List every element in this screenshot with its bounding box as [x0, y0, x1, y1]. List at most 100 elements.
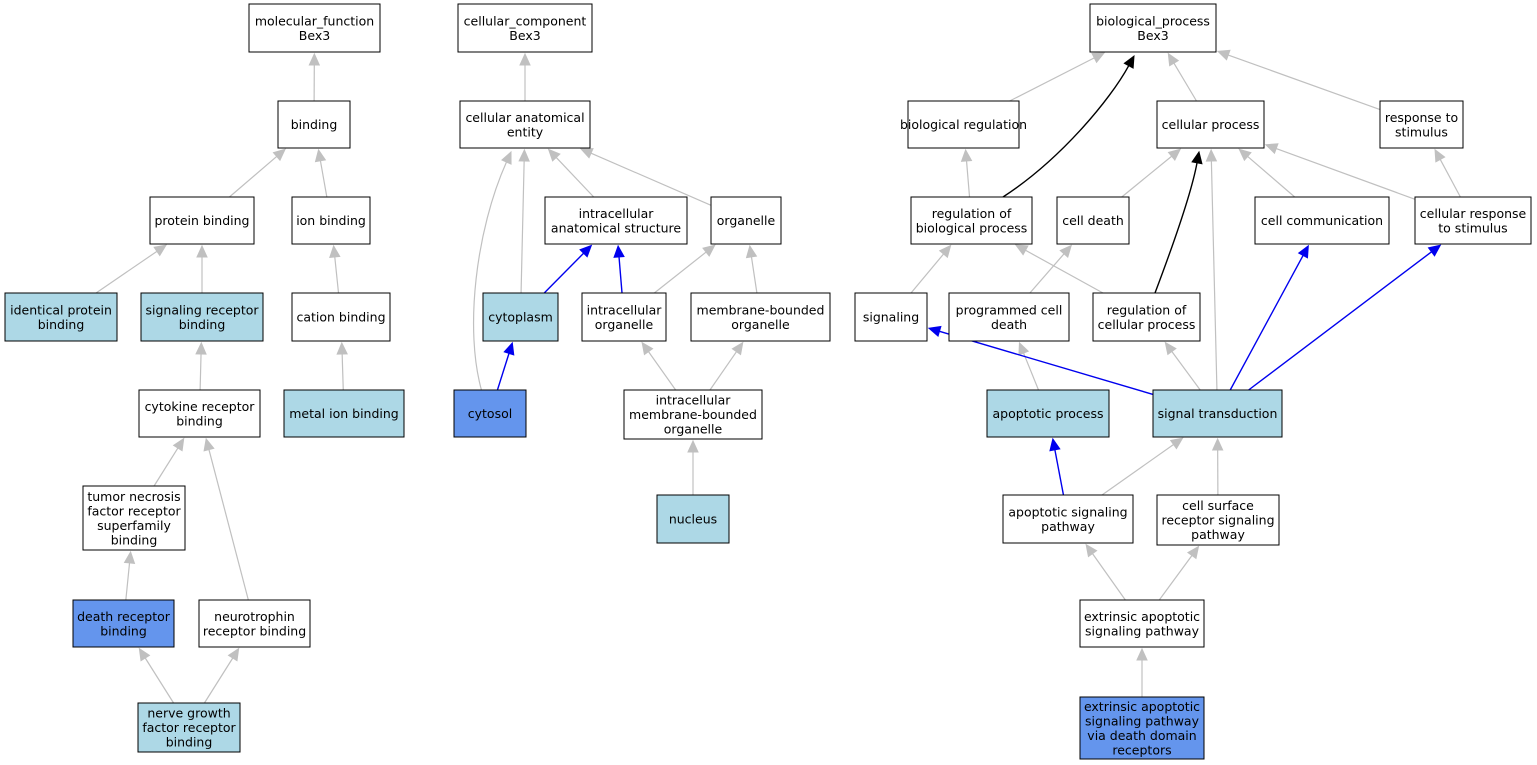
edge-pcd-to-cell_death [1029, 244, 1073, 294]
node-cytosol: cytosol [453, 389, 527, 438]
edge-signaling-to-reg_bp [910, 244, 952, 294]
edge-mbo-to-organelle [745, 244, 758, 294]
node-ion-binding: ion binding [291, 196, 371, 245]
edge-tnf_binding-to-cytokine_receptor_binding [153, 437, 185, 487]
edge-protein_binding-to-binding [229, 148, 286, 198]
edge-cell_death-to-cellproc [1121, 148, 1182, 198]
edge-cytokine_receptor_binding-to-signaling_receptor_binding [195, 341, 207, 391]
node-label-line: to stimulus [1438, 220, 1507, 235]
node-box [544, 196, 688, 245]
node-label-line: cytoplasm [488, 310, 553, 325]
node-box [482, 292, 559, 342]
node-box [457, 3, 593, 53]
node-box [198, 599, 311, 648]
node-box [4, 292, 118, 342]
edge-imbo-to-mbo [709, 341, 744, 391]
edge-identical_protein_binding-to-protein_binding [95, 244, 168, 294]
node-label-line: receptor signaling [1161, 513, 1274, 528]
edge-reg_bp-to-bp [1002, 54, 1135, 198]
node-label-line: signaling receptor [145, 302, 259, 317]
node-box [1079, 696, 1205, 760]
node-box [1379, 100, 1464, 149]
node-box [291, 292, 391, 342]
node-label-line: cytosol [468, 406, 512, 421]
node-label-line: binding [179, 317, 226, 332]
edge-death_receptor_binding-to-tnf_binding [123, 550, 136, 601]
edge-apoptotic-to-pcd [1018, 341, 1040, 391]
node-cell-death: cell death [1056, 196, 1130, 245]
node-box [283, 389, 405, 438]
node-box [459, 100, 591, 149]
edge-organelle-to-cae [579, 148, 712, 206]
node-label-line: signaling pathway [1085, 713, 1200, 728]
node-label-line: tumor necrosis [87, 489, 180, 504]
node-label-line: regulation of [932, 206, 1012, 221]
edge-cytoplasm-to-ias [543, 244, 593, 294]
node-label-line: cell communication [1261, 213, 1383, 228]
edge-reg_cp-to-reg_bp [1014, 244, 1104, 294]
node-label-line: regulation of [1107, 302, 1187, 317]
node-box [277, 100, 351, 149]
node-label-line: extrinsic apoptotic [1084, 609, 1200, 624]
node-label-line: binding [100, 623, 147, 638]
node-box [1254, 196, 1390, 245]
node-label-line: organelle [731, 317, 790, 332]
edge-resp_stim-to-bp [1216, 49, 1381, 111]
node-cell-comm: cell communication [1254, 196, 1390, 245]
edge-cation_binding-to-ion_binding [329, 244, 341, 294]
edge-cellproc-to-bp [1167, 52, 1198, 102]
node-label-line: identical protein [10, 302, 112, 317]
node-box [149, 196, 255, 245]
edge-cae-to-cc [519, 52, 531, 101]
node-label-line: apoptotic process [993, 406, 1104, 421]
edge-cytoplasm-to-cae [518, 148, 530, 294]
node-label-line: entity [507, 124, 544, 139]
edge-intra_organelle-to-ias [613, 244, 625, 294]
node-label-line: binding [176, 413, 223, 428]
edge-ngf_binding-to-neurotrophin_binding [203, 647, 240, 704]
node-signal-trans: signal transduction [1152, 389, 1283, 438]
node-box [948, 292, 1070, 342]
node-box [140, 292, 264, 342]
node-label-line: receptors [1112, 742, 1171, 757]
node-label-line: receptor binding [203, 623, 306, 638]
node-box [1156, 100, 1265, 149]
node-label-line: intracellular [656, 393, 732, 408]
node-label-line: programmed cell [956, 302, 1063, 317]
node-label-line: cellular process [1098, 317, 1196, 332]
node-label-line: cation binding [296, 310, 385, 325]
node-label-line: death receptor [77, 609, 171, 624]
edge-intra_organelle-to-organelle [653, 244, 716, 294]
node-label-line: nerve growth [147, 706, 230, 721]
node-cytoplasm: cytoplasm [482, 292, 559, 342]
node-label-line: organelle [664, 422, 723, 437]
node-box [656, 494, 730, 544]
node-box [248, 3, 381, 53]
node-label-line: cellular process [1162, 117, 1260, 132]
edge-nucleus-to-imbo [687, 439, 699, 495]
node-label-line: binding [291, 117, 338, 132]
edge-metal_ion_binding-to-cation_binding [336, 341, 348, 391]
node-label-line: pathway [1191, 527, 1245, 542]
node-label-line: signaling pathway [1085, 623, 1200, 638]
node-label-line: intracellular [579, 206, 655, 221]
node-binding: binding [277, 100, 351, 149]
edge-ext_apop_dd-to-ext_apop [1136, 647, 1148, 697]
edge-signal_trans-to-signaling [927, 325, 1154, 396]
edge-ngf_binding-to-death_receptor_binding [138, 647, 175, 704]
edge-binding-to-mf [308, 52, 321, 102]
edge-apop_sig-to-signal_trans [1101, 437, 1184, 496]
node-box [1156, 494, 1280, 546]
edge-ext_apop-to-csrs [1158, 545, 1200, 601]
node-organelle: organelle [710, 196, 782, 245]
